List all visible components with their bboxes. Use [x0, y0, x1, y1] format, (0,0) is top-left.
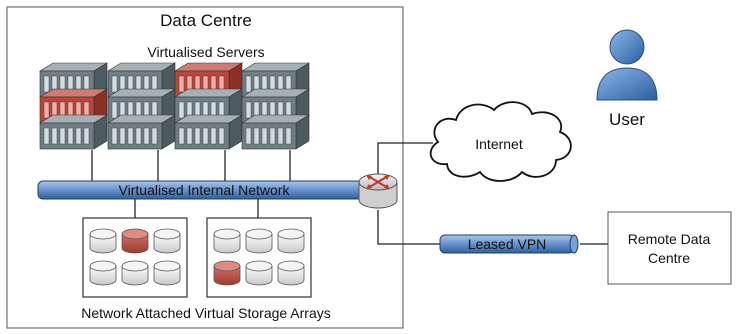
user-label: User	[609, 110, 645, 129]
remote-label-line-2: Centre	[648, 250, 690, 266]
storage-disk	[277, 260, 305, 286]
remote-data-centre: Remote Data Centre	[607, 211, 732, 285]
internet-label: Internet	[475, 136, 523, 152]
storage-label: Network Attached Virtual Storage Arrays	[81, 305, 331, 321]
server-unit	[38, 114, 109, 150]
storage-disk	[245, 260, 273, 286]
storage-disk	[213, 228, 241, 254]
server-racks	[38, 62, 311, 150]
remote-label-line-1: Remote Data	[628, 231, 711, 247]
storage-disk	[89, 260, 117, 286]
data-centre-frame	[6, 6, 404, 329]
server-stack	[240, 62, 311, 150]
storage-disk	[245, 228, 273, 254]
servers-label: Virtualised Servers	[147, 44, 264, 60]
server-unit	[106, 114, 177, 150]
server-unit	[173, 88, 244, 124]
storage-array	[206, 217, 312, 298]
leased-vpn-pipe: Leased VPN	[439, 234, 579, 254]
storage-disk	[277, 228, 305, 254]
internet-cloud-icon: Internet	[429, 101, 572, 182]
data-centre-title: Data Centre	[160, 11, 252, 30]
server-unit	[173, 114, 244, 150]
connector-lines	[91, 142, 608, 245]
internal-network-label: Virtualised Internal Network	[119, 182, 291, 198]
storage-disk	[153, 260, 181, 286]
storage-disk-highlighted	[121, 228, 149, 254]
server-unit	[106, 62, 177, 98]
storage-disk-highlighted	[213, 260, 241, 286]
server-unit	[240, 114, 311, 150]
router-icon	[358, 173, 398, 209]
vpn-label: Leased VPN	[468, 236, 547, 252]
storage-disk	[121, 260, 149, 286]
storage-array	[82, 217, 188, 298]
internal-network-pipe: Virtualised Internal Network	[37, 180, 377, 200]
user-icon: User	[596, 29, 658, 129]
server-stack	[106, 62, 177, 150]
storage-disk	[153, 228, 181, 254]
server-stack	[38, 62, 109, 150]
storage-arrays	[82, 217, 312, 298]
server-stack	[173, 62, 244, 150]
storage-disk	[89, 228, 117, 254]
